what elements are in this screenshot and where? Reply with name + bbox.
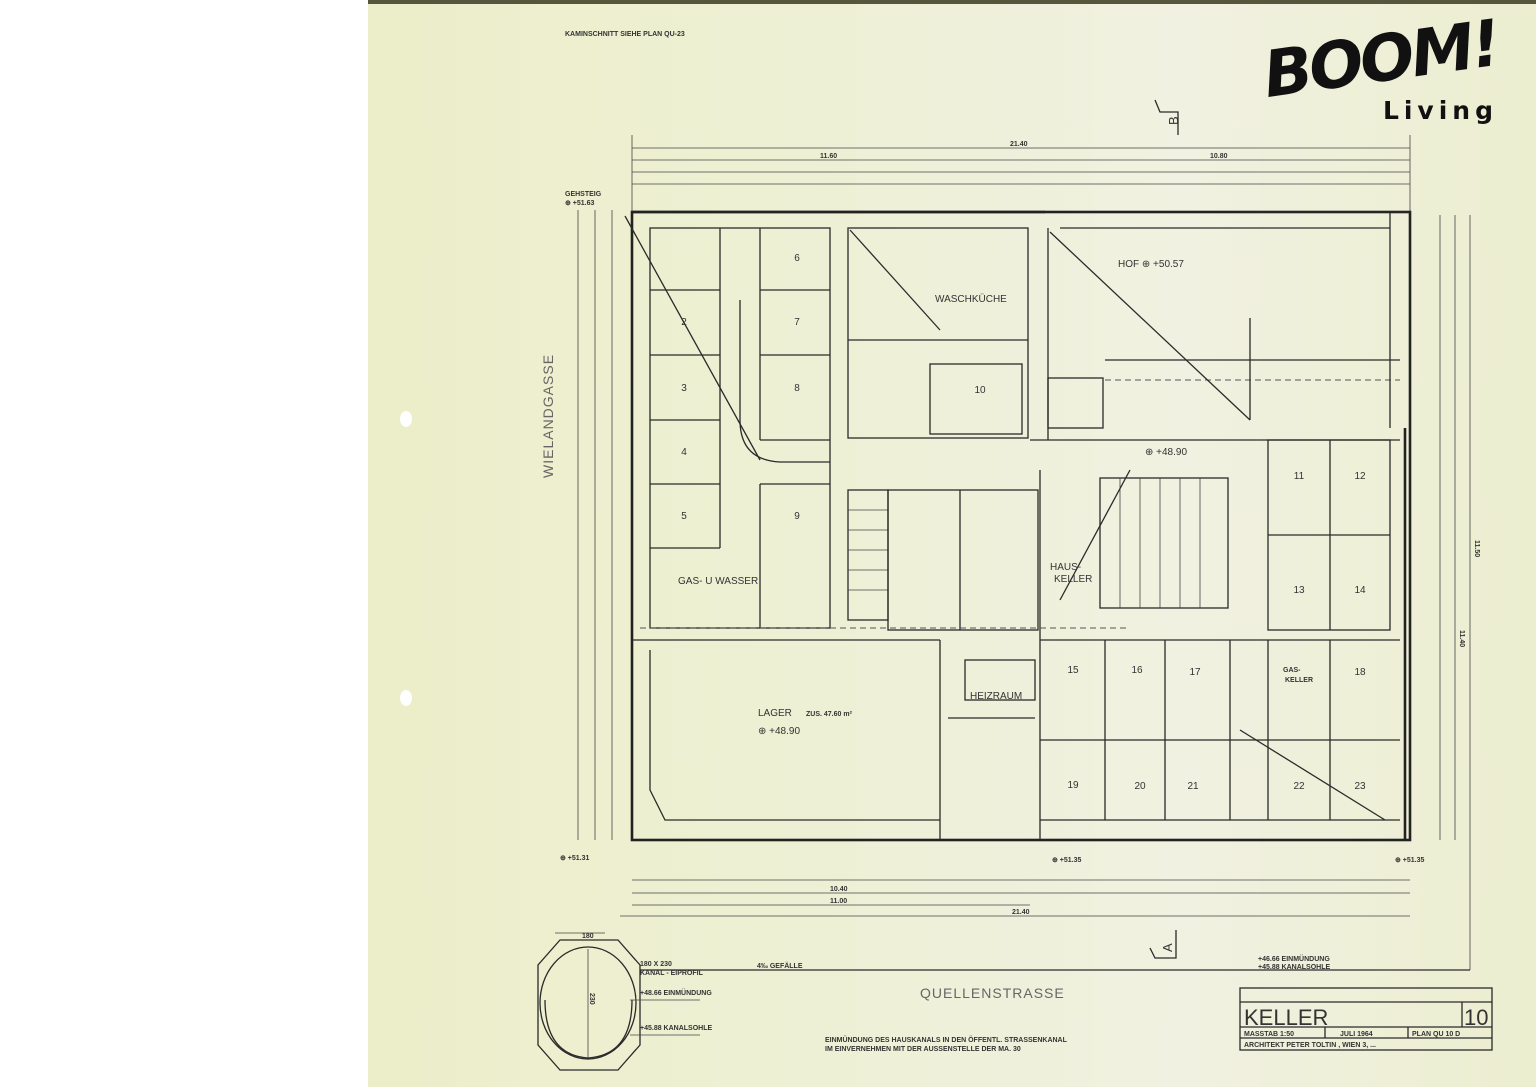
title-block: KELLER 10 MASSTAB 1:50 JULI 1964 PLAN QU… <box>1239 987 1493 1051</box>
lager-label: LAGER <box>758 708 792 719</box>
title-keller: KELLER <box>1244 1005 1328 1030</box>
room-15: 15 <box>1067 665 1079 676</box>
level-bottom-mid: ⊕ +51.35 <box>1052 857 1082 864</box>
hof-label: HOF ⊕ +50.57 <box>1118 259 1184 270</box>
room-labels: HOF ⊕ +50.57 WASCHKÜCHE GAS- U WASSER LA… <box>560 191 1425 864</box>
room-13: 13 <box>1293 585 1305 596</box>
left-dimensions <box>577 210 613 840</box>
room-18: 18 <box>1354 667 1366 678</box>
section-marker-b: B <box>1154 99 1181 135</box>
note-right-2: +45.88 KANALSOHLE <box>1258 964 1330 971</box>
room-14: 14 <box>1354 585 1366 596</box>
street-quellenstrasse: QUELLENSTRASSE <box>920 985 1065 1001</box>
level-bottom-left: ⊕ +51.31 <box>560 855 590 862</box>
room-3: 3 <box>681 383 687 394</box>
room-numbers: 2 3 4 5 6 7 8 9 10 11 12 13 14 15 16 17 … <box>681 253 1366 792</box>
svg-text:+45.88 KANALSOHLE: +45.88 KANALSOHLE <box>640 1025 712 1032</box>
room-17: 17 <box>1189 667 1201 678</box>
punch-hole <box>400 411 412 427</box>
plan-number: 10 <box>1464 1005 1488 1030</box>
room-21: 21 <box>1187 781 1199 792</box>
room-2: 2 <box>681 317 687 328</box>
svg-text:+48.66 EINMÜNDUNG: +48.66 EINMÜNDUNG <box>640 988 712 997</box>
svg-text:KANAL - EIPROFIL: KANAL - EIPROFIL <box>640 970 704 977</box>
room-10: 10 <box>974 385 986 396</box>
gehsteig-label: GEHSTEIG <box>565 191 602 198</box>
level-bottom-right: ⊕ +51.35 <box>1395 857 1425 864</box>
svg-text:11.40: 11.40 <box>1458 630 1465 647</box>
svg-text:21.40: 21.40 <box>1012 909 1030 916</box>
room-19: 19 <box>1067 780 1079 791</box>
svg-text:10.40: 10.40 <box>830 886 848 893</box>
punch-hole <box>400 690 412 706</box>
center-level: ⊕ +48.90 <box>1145 447 1187 458</box>
haus-label: HAUS- <box>1050 562 1081 573</box>
walls <box>624 210 1412 842</box>
scale: MASSTAB 1:50 <box>1244 1031 1294 1038</box>
header-note: KAMINSCHNITT SIEHE PLAN QU-23 <box>565 31 685 38</box>
gas-keller-label: KELLER <box>1285 677 1313 684</box>
date: JULI 1964 <box>1340 1031 1373 1038</box>
plan-code: PLAN QU 10 D <box>1412 1031 1460 1038</box>
dim-label: 11.60 <box>820 153 837 160</box>
room-5: 5 <box>681 511 687 522</box>
bottom-dimensions: 10.40 11.00 21.40 <box>620 879 1410 917</box>
scan-edge <box>368 0 1536 4</box>
room-9: 9 <box>794 511 800 522</box>
architect: ARCHITEKT PETER TOLTIN , WIEN 3, ... <box>1244 1042 1376 1049</box>
lager-level: ⊕ +48.90 <box>758 726 800 737</box>
room-22: 22 <box>1293 781 1305 792</box>
room-11: 11 <box>1294 471 1305 482</box>
room-8: 8 <box>794 383 800 394</box>
logo-sub: Living <box>1382 96 1498 125</box>
top-dimensions: 21.40 11.60 10.80 <box>631 135 1411 215</box>
room-20: 20 <box>1134 781 1146 792</box>
gas-wasser-label: GAS- U WASSER <box>678 576 758 587</box>
svg-text:230: 230 <box>588 993 595 1005</box>
section-marker-a: A <box>1149 930 1177 959</box>
gas-label: GAS- <box>1283 667 1301 674</box>
room-12: 12 <box>1354 471 1366 482</box>
room-16: 16 <box>1131 665 1143 676</box>
room-7: 7 <box>794 317 800 328</box>
room-6: 6 <box>794 253 800 264</box>
boom-living-logo: BOOM! Living <box>1259 7 1502 125</box>
note-line-1: EINMÜNDUNG DES HAUSKANALS IN DEN ÖFFENTL… <box>825 1035 1068 1044</box>
note-line-2: IM EINVERNEHMEN MIT DER AUSSENSTELLE DER… <box>825 1046 1021 1053</box>
svg-text:11.00: 11.00 <box>830 898 847 905</box>
dim-label: 21.40 <box>1010 141 1028 148</box>
waschkueche-label: WASCHKÜCHE <box>935 293 1007 305</box>
heizraum-label: HEIZRAUM <box>970 691 1022 702</box>
blueprint-sheet <box>368 0 1536 1087</box>
room-4: 4 <box>681 447 687 458</box>
level-top-left: ⊕ +51.63 <box>565 200 595 207</box>
room-23: 23 <box>1354 781 1366 792</box>
street-wielandgasse: WIELANDGASSE <box>540 354 556 478</box>
note-right-1: +46.66 EINMÜNDUNG <box>1258 954 1330 963</box>
svg-text:11.50: 11.50 <box>1473 540 1480 557</box>
svg-text:4‰ GEFÄLLE: 4‰ GEFÄLLE <box>757 962 803 970</box>
svg-text:180 X 230: 180 X 230 <box>640 961 672 968</box>
svg-text:180: 180 <box>582 933 594 940</box>
svg-text:B: B <box>1166 116 1181 125</box>
dim-label: 10.80 <box>1210 153 1228 160</box>
svg-text:A: A <box>1160 943 1175 952</box>
lager-area: ZUS. 47.60 m² <box>806 711 853 718</box>
haus-keller-label: KELLER <box>1054 574 1092 585</box>
sewer-profile-detail: 180 230 180 X 230 KANAL - EIPROFIL 4‰ GE… <box>537 932 803 1071</box>
right-dimensions: 11.50 11.40 <box>1439 215 1480 970</box>
